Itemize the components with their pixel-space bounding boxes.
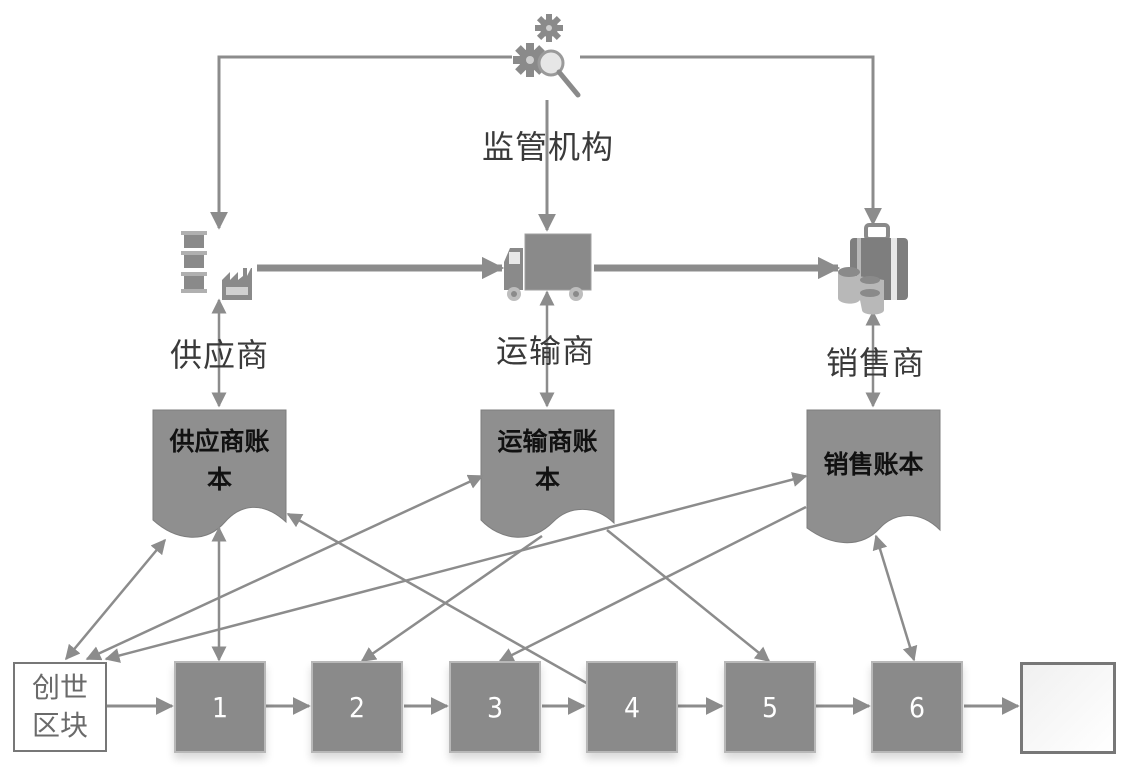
block-1: 1: [174, 661, 266, 753]
genesis-line2: 区块: [31, 709, 88, 742]
block-2: 2: [311, 661, 403, 753]
retailer-ledger-line1: 销售账本: [823, 450, 924, 479]
genesis-block: 创世 区块: [13, 662, 107, 752]
block-4: 4: [586, 661, 678, 753]
ledger-chain-edges: [65, 472, 918, 687]
transporter-ledger-line1: 运输商账: [497, 427, 598, 456]
regulator-edges: [210, 55, 882, 232]
supplier-ledger-line1: 供应商账: [169, 427, 270, 456]
edge-retailer-ledger-block6: [872, 534, 918, 662]
genesis-line1: 创世: [31, 671, 88, 704]
edge-supplier-ledger-genesis: [65, 538, 166, 661]
transporter-ledger: 运输商账 本: [481, 423, 614, 499]
edge-transporter-ledger-block2: [360, 534, 543, 663]
truck-icon: [504, 233, 592, 301]
next-block: [1020, 662, 1116, 754]
edge-retailer-ledger-block3: [498, 505, 807, 663]
luggage-icon: [838, 223, 908, 315]
participant-ledger-edges: [211, 290, 881, 408]
edge-block4-supplier-ledger: [286, 512, 591, 687]
factory-icon: [181, 231, 252, 300]
retailer-ledger: 销售账本: [807, 446, 940, 484]
block-3: 3: [449, 661, 541, 753]
supplier-ledger-line2: 本: [206, 465, 232, 494]
edge-regulator-retailer: [580, 55, 882, 226]
gears-magnifier-icon: [513, 14, 581, 98]
supplier-ledger: 供应商账 本: [153, 423, 286, 499]
edge-regulator-supplier: [210, 55, 512, 230]
retailer-label: 销售商: [826, 344, 926, 382]
retailer-ledger-shape: [806, 409, 941, 544]
block-5: 5: [724, 661, 816, 753]
regulator-label: 监管机构: [482, 128, 615, 166]
transporter-ledger-line2: 本: [534, 465, 560, 494]
transporter-label: 运输商: [496, 332, 596, 370]
supplier-label: 供应商: [170, 336, 270, 374]
edge-transporter-ledger-block5: [606, 529, 771, 662]
block-6: 6: [871, 661, 963, 753]
